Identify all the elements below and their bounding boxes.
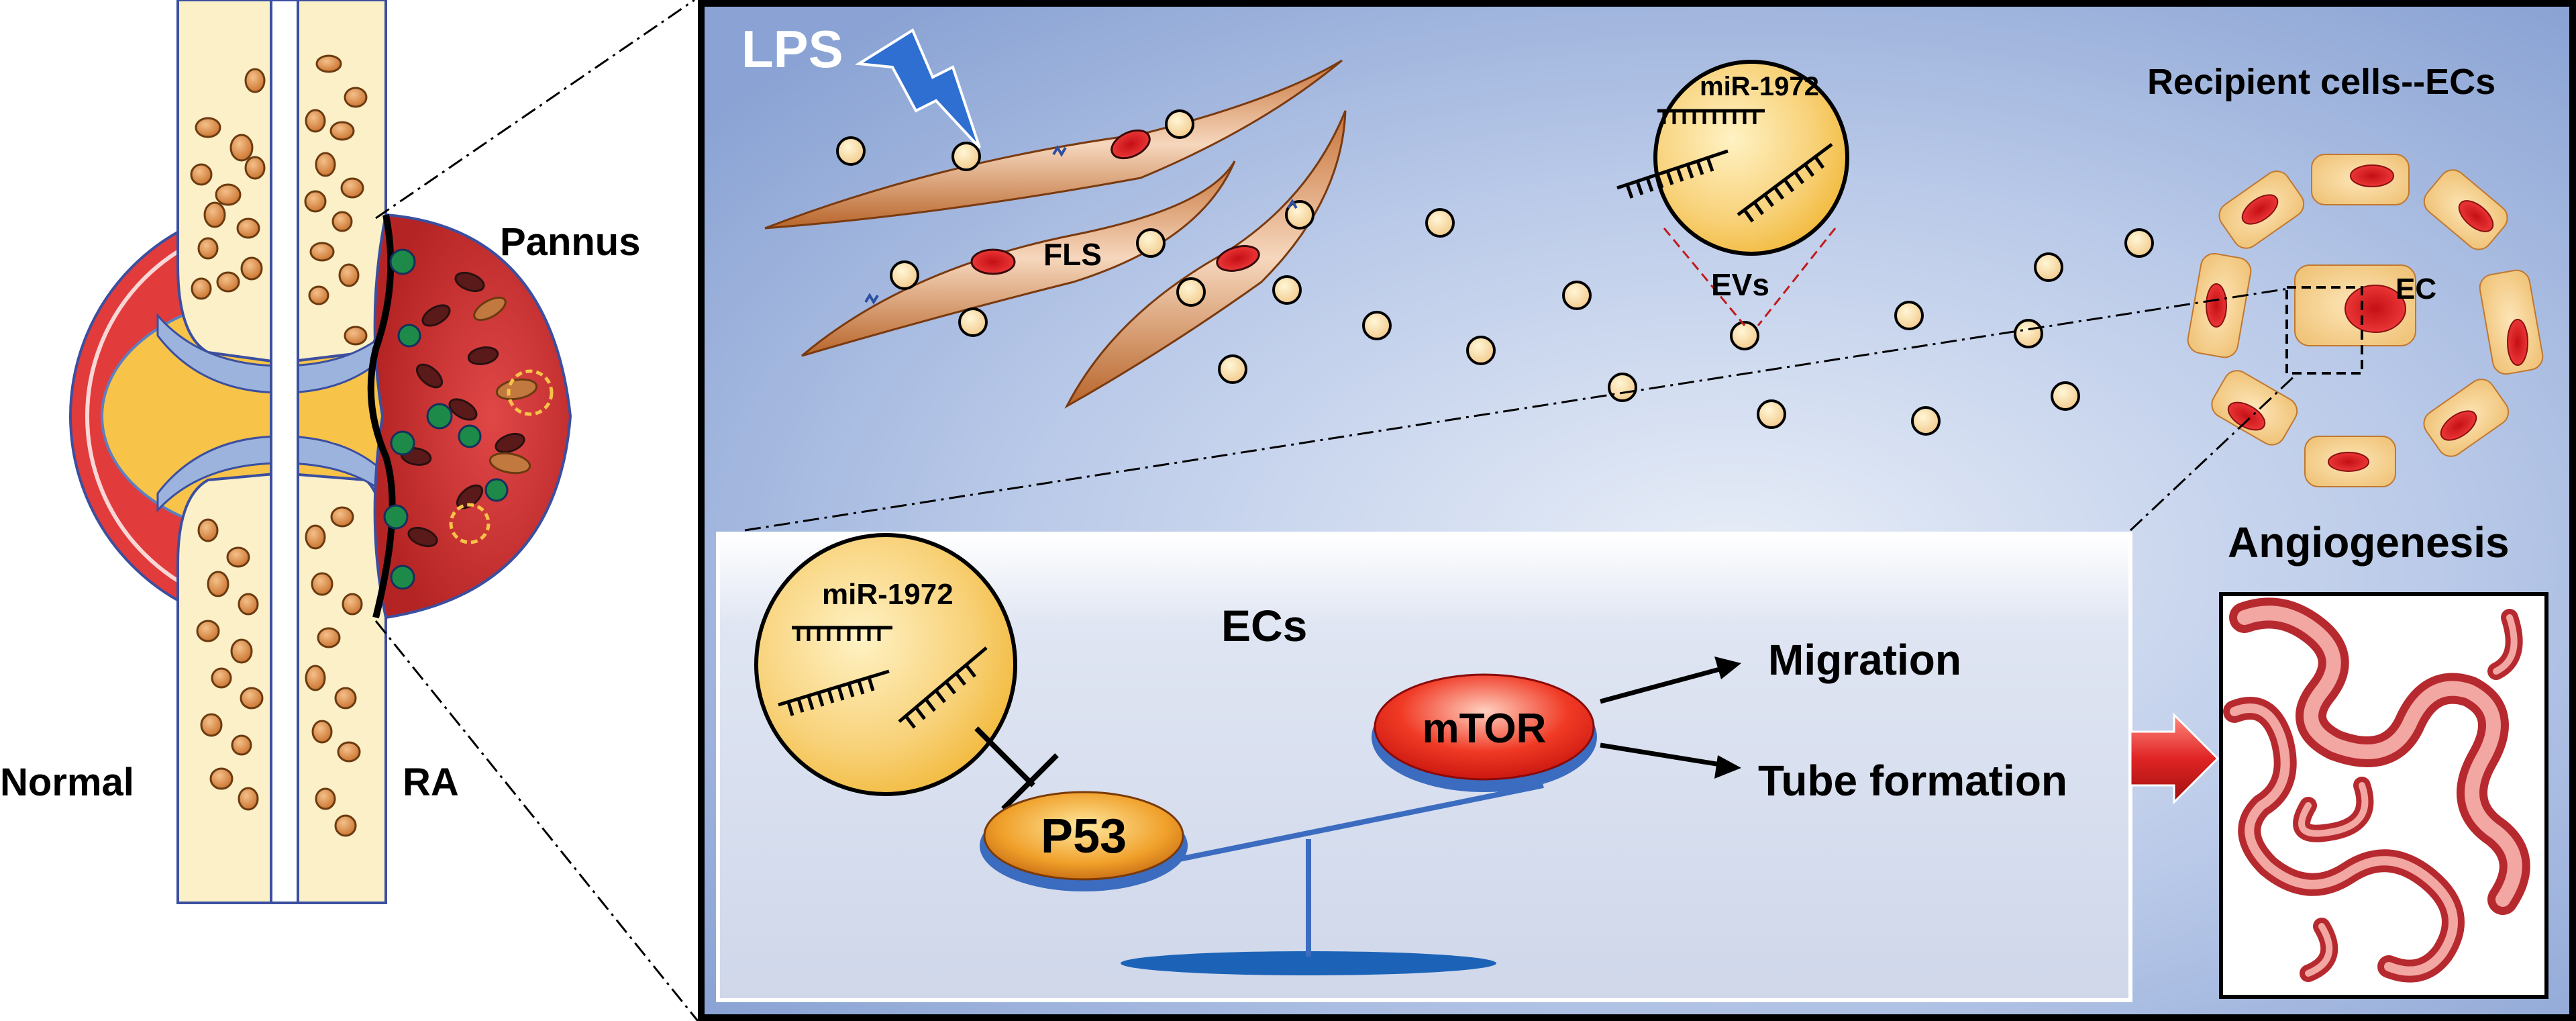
ra-label: RA <box>403 761 459 804</box>
inset-ecs-label: ECs <box>1221 601 1307 650</box>
mtor-node <box>1374 673 1595 781</box>
joint-divider <box>270 0 299 904</box>
seesaw-base <box>1121 951 1496 975</box>
lps-label: LPS <box>741 19 843 79</box>
p53-node <box>983 791 1184 881</box>
inhibit-line <box>974 726 1035 787</box>
outcome-tube-formation: Tube formation <box>1758 757 2067 805</box>
ev-zoom: miR-1972 EVs <box>1616 60 1849 326</box>
ev-vesicles <box>836 109 2154 436</box>
red-arrow-icon <box>2129 712 2220 805</box>
ec-label: EC <box>2395 273 2436 305</box>
fls-cell-3 <box>1064 110 1347 409</box>
pannus-border <box>367 214 396 619</box>
lightning-icon <box>854 28 981 149</box>
inset-panel: ECs miR-1972 <box>716 532 2132 1002</box>
zoom-line-bottom <box>374 620 699 1021</box>
rna-strand-icon <box>1616 109 1833 223</box>
normal-label: Normal <box>0 761 134 804</box>
ev-mirna-label: miR-1972 <box>1700 72 1819 101</box>
angiogenesis-title: Angiogenesis <box>2228 518 2510 567</box>
inset-ev-circle <box>754 533 1017 796</box>
ec-ring: EC <box>2187 154 2544 487</box>
inset-rna-strand-icon <box>778 626 988 729</box>
main-panel: LPS FLS <box>698 0 2576 1021</box>
fls-cell-2 <box>801 160 1236 357</box>
connector-dash-1 <box>744 287 2289 532</box>
evs-label: EVs <box>1711 267 1769 302</box>
recipient-label: Recipient cells--ECs <box>2147 62 2495 102</box>
outcome-migration: Migration <box>1768 636 1961 684</box>
joint-illustration: Normal RA Pannus <box>0 0 699 1021</box>
bone-cells <box>190 54 368 837</box>
inset-mirna-label: miR-1972 <box>822 578 954 611</box>
fls-nuclei <box>970 129 1260 275</box>
p53-label: P53 <box>1041 810 1127 863</box>
fls-label: FLS <box>1043 237 1102 272</box>
outcome-arrows <box>1600 657 1741 779</box>
pannus-label: Pannus <box>500 220 641 264</box>
zoom-line-top <box>375 0 695 220</box>
ec-focus-box <box>2285 286 2363 375</box>
inhibit-bar <box>1001 753 1059 811</box>
mirna-fragments <box>864 145 1298 305</box>
pannus-cells <box>318 248 554 590</box>
mtor-label: mTOR <box>1423 706 1547 752</box>
connector-dash-2 <box>2129 371 2300 532</box>
vessel-network <box>2223 597 2530 983</box>
